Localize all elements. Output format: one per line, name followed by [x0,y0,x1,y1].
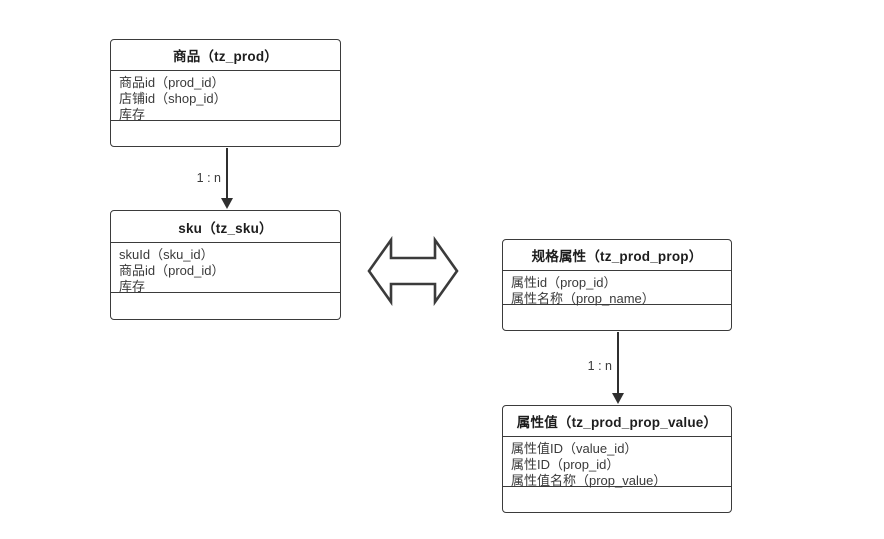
entity-attributes-prod-prop: 属性id（prop_id） 属性名称（prop_name） [503,271,731,306]
arrowhead-icon [220,198,233,209]
entity-methods-sku [111,293,340,317]
entity-title-prod-prop: 规格属性（tz_prod_prop） [503,240,731,271]
connector-line [617,332,619,394]
bidirectional-arrow-icon [366,235,460,307]
entity-box-prod-prop-value[interactable]: 属性值（tz_prod_prop_value） 属性值ID（value_id） … [502,405,732,513]
connector-label: 1 : n [587,359,612,373]
attribute-row: 库存 [119,107,146,122]
arrowhead-icon [611,393,624,404]
entity-attributes-prod: 商品id（prod_id） 店铺id（shop_id） 库存 [111,71,340,122]
attribute-row: skuId（sku_id） [119,247,214,262]
attribute-row: 属性ID（prop_id） [511,457,620,472]
attribute-row: 商品id（prod_id） [119,263,225,278]
attribute-row: 库存 [119,279,146,294]
attribute-row: 属性值ID（value_id） [511,441,638,456]
attribute-row: 属性id（prop_id） [511,275,617,290]
attribute-row: 属性名称（prop_name） [511,291,655,306]
attribute-row: 属性值名称（prop_value） [511,473,667,488]
entity-box-prod-prop[interactable]: 规格属性（tz_prod_prop） 属性id（prop_id） 属性名称（pr… [502,239,732,331]
entity-title-sku: sku（tz_sku） [111,211,340,243]
entity-attributes-sku: skuId（sku_id） 商品id（prod_id） 库存 [111,243,340,294]
entity-methods-prod-prop [503,305,731,330]
entity-title-prod-prop-value: 属性值（tz_prod_prop_value） [503,406,731,437]
connector-label: 1 : n [196,171,221,185]
connector-line [226,148,228,199]
entity-methods-prod-prop-value [503,487,731,512]
entity-box-prod[interactable]: 商品（tz_prod） 商品id（prod_id） 店铺id（shop_id） … [110,39,341,147]
attribute-row: 商品id（prod_id） [119,75,225,90]
entity-methods-prod [111,121,340,144]
entity-title-prod: 商品（tz_prod） [111,40,340,71]
entity-attributes-prod-prop-value: 属性值ID（value_id） 属性ID（prop_id） 属性值名称（prop… [503,437,731,488]
entity-box-sku[interactable]: sku（tz_sku） skuId（sku_id） 商品id（prod_id） … [110,210,341,320]
attribute-row: 店铺id（shop_id） [119,91,227,106]
